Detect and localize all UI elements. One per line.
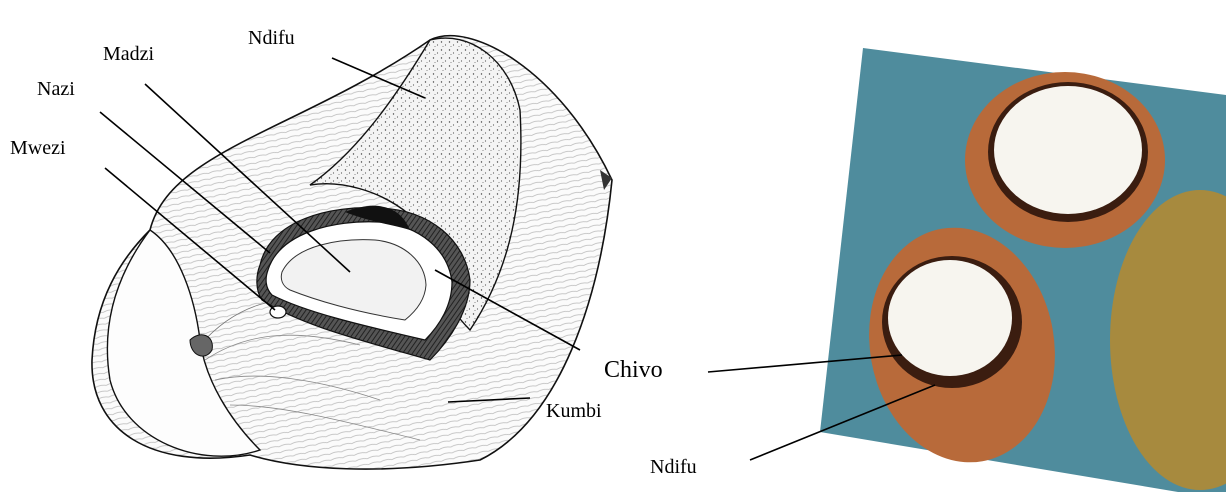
label-mwezi: Mwezi	[10, 137, 66, 159]
bottom-half-meat	[888, 260, 1012, 376]
label-ndifu-bottom: Ndifu	[650, 456, 697, 478]
label-ndifu-top: Ndifu	[248, 27, 295, 49]
coconut-drawing	[92, 36, 612, 469]
coconut-photo	[820, 48, 1226, 492]
label-chivo: Chivo	[604, 357, 663, 383]
label-nazi: Nazi	[37, 78, 75, 100]
top-half-meat	[994, 86, 1142, 214]
label-madzi: Madzi	[103, 43, 155, 65]
label-kumbi: Kumbi	[546, 400, 602, 422]
